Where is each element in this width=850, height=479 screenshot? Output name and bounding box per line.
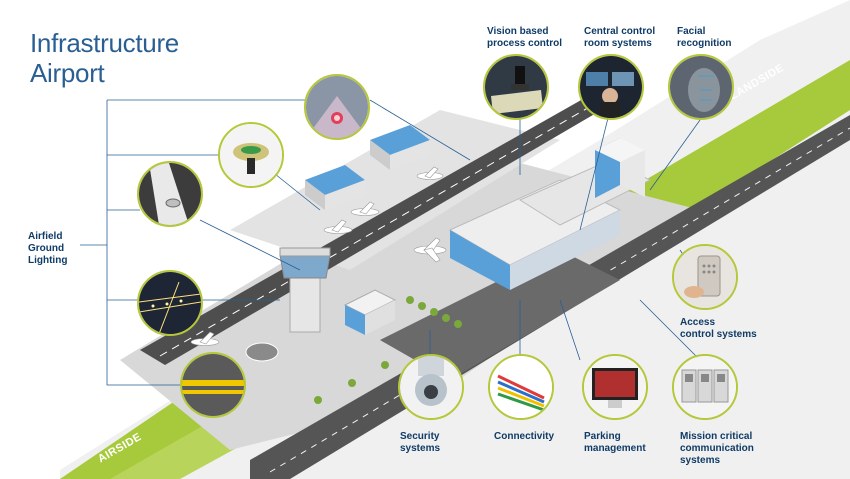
cable-bundle-icon (488, 354, 554, 420)
parking-monitor-icon (582, 354, 648, 420)
camera-inspection-icon (483, 54, 549, 120)
label-parking-management: Parking management (584, 431, 646, 454)
apron-light (230, 110, 560, 270)
runway-marking-icon (180, 352, 246, 418)
label-airfield-ground-lighting: Airfield Ground Lighting (28, 231, 68, 266)
inset-light-icon (137, 161, 203, 227)
intercom-panel-icon (672, 354, 738, 420)
ground-light-fixture-icon (218, 122, 284, 188)
hangar-1 (370, 125, 430, 155)
label-connectivity: Connectivity (494, 431, 555, 442)
terminal-front (450, 230, 510, 290)
keypad-access-icon (672, 244, 738, 310)
helipad (245, 342, 279, 362)
label-vision-based-process-control: Vision based process control (487, 26, 563, 49)
runway (140, 95, 610, 365)
parking-lot (380, 250, 620, 380)
plane-1 (413, 237, 447, 263)
plane-4 (416, 166, 444, 180)
dome-camera-icon (398, 354, 464, 420)
runway-light-icon (304, 74, 370, 140)
label-facial-recognition: Facial recognition (677, 26, 732, 49)
control-tower-shaft (289, 269, 321, 333)
trees (314, 296, 462, 404)
face-scan-icon (668, 54, 734, 120)
plane-3 (350, 201, 380, 216)
title-line-1: Infrastructure (30, 28, 179, 58)
terminal-side (510, 210, 620, 290)
label-security-systems: Security systems (400, 431, 441, 454)
plane-5 (190, 331, 220, 346)
runway-centerline (159, 101, 599, 357)
hangar-2 (305, 165, 365, 195)
taxiway-lights-icon (137, 270, 203, 336)
control-room-operator-icon (578, 54, 644, 120)
control-tower-cab (279, 254, 331, 279)
title-line-2: Airport (30, 58, 105, 88)
label-mission-critical-communication-systems: Mission critical communication systems (680, 431, 754, 466)
plane-2 (323, 219, 353, 234)
label-access-control-systems: Access control systems (680, 317, 757, 340)
tower-building-roof (595, 138, 645, 162)
leader-lines (80, 99, 701, 386)
label-central-control-room-systems: Central control room systems (584, 26, 656, 49)
